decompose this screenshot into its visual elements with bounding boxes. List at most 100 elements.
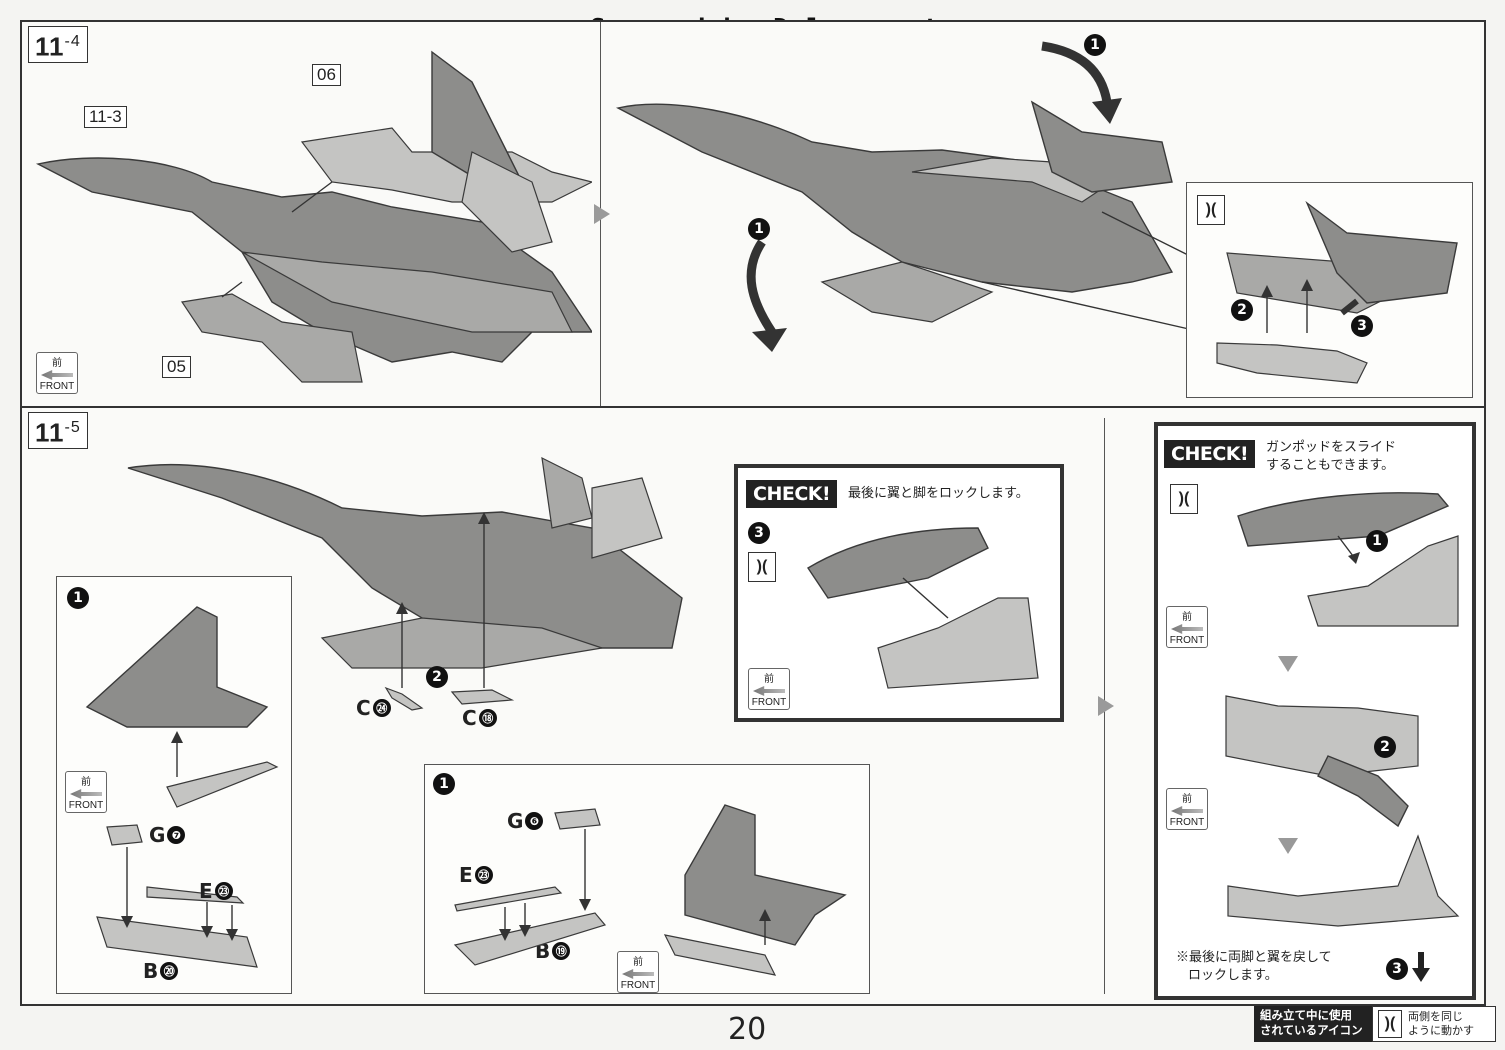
front-kanji: 前 xyxy=(52,358,62,369)
page-number: 20 xyxy=(728,1012,767,1047)
front-indicator: 前 FRONT xyxy=(65,771,107,813)
legend-item-line1: 両側を同じ xyxy=(1408,1011,1463,1023)
part-letter: G xyxy=(507,809,524,833)
part-letter: G xyxy=(149,823,166,847)
front-label: FRONT xyxy=(1169,817,1205,828)
step-marker-3: 3 xyxy=(1351,315,1373,337)
lock-detail-drawing xyxy=(807,527,1039,689)
part-number: ㉔ xyxy=(372,699,391,717)
part-number: ⑳ xyxy=(160,962,179,980)
front-kanji: 前 xyxy=(1182,612,1192,623)
front-arrow-icon xyxy=(41,370,73,380)
step-marker-1: 1 xyxy=(67,587,89,609)
step-tag-main: 11 xyxy=(35,417,65,448)
small-parts-drawing xyxy=(384,686,515,711)
part-number: ❻ xyxy=(525,812,544,830)
front-arrow-icon xyxy=(1171,624,1203,634)
step-marker-3: 3 xyxy=(1386,958,1408,980)
front-arrow-icon xyxy=(753,686,785,696)
step-marker-2: 2 xyxy=(426,666,448,688)
step-11-4-tag: 11-4 xyxy=(28,26,88,63)
part-number: ㉓ xyxy=(214,882,233,900)
step-marker-2: 2 xyxy=(1231,299,1253,321)
part-letter: C xyxy=(462,706,477,730)
note-line1: ※最後に両脚と翼を戻して xyxy=(1176,949,1332,964)
part-number: ⑲ xyxy=(552,942,571,960)
step-marker-3: 3 xyxy=(748,522,770,544)
step-tag-main: 11 xyxy=(35,31,65,62)
front-arrow-icon xyxy=(70,789,102,799)
part-letter: E xyxy=(459,863,473,887)
note-line2: ロックします。 xyxy=(1188,967,1278,982)
legend-title-line1: 組み立て中に使用 xyxy=(1260,1010,1352,1022)
flow-arrow-icon xyxy=(1098,696,1114,716)
check-badge: CHECK! xyxy=(746,480,838,508)
check-text: 最後に翼と脚をロックします。 xyxy=(848,485,1029,500)
icon-legend-title: 組み立て中に使用 されているアイコン xyxy=(1254,1006,1372,1042)
ref-step-label: 11-3 xyxy=(84,106,127,128)
check-text-line1: ガンポッドをスライド xyxy=(1266,439,1397,454)
front-kanji: 前 xyxy=(633,957,643,968)
step-marker-1: 1 xyxy=(1366,530,1388,552)
part-number: ㉓ xyxy=(474,866,493,884)
step-11-4-panel: 11-4 11-3 06 05 前 FRONT 1 1 )( xyxy=(20,20,1486,408)
front-indicator: 前 FRONT xyxy=(36,352,78,394)
front-indicator: 前 FRONT xyxy=(1166,788,1208,830)
front-label: FRONT xyxy=(1169,635,1205,646)
step-marker-2: 2 xyxy=(1374,736,1396,758)
wing-lock-detail-drawing xyxy=(1216,200,1458,384)
flow-arrow-icon xyxy=(594,204,610,224)
step-tag-sub: -4 xyxy=(64,33,81,50)
symmetric-move-icon: )( xyxy=(1170,484,1198,514)
front-label: FRONT xyxy=(68,800,104,811)
check-badge: CHECK! xyxy=(1164,440,1256,468)
jet-wing-fold-drawing xyxy=(615,41,1203,352)
jet-gunpod-drawing xyxy=(127,456,683,688)
legend-title-line2: されているアイコン xyxy=(1260,1025,1363,1037)
check-gunpod-slide-box: CHECK! ガンポッドをスライド することもできます。 )( 1 2 前 FR… xyxy=(1154,422,1476,1000)
wing-pod-drawing xyxy=(85,606,279,968)
step-marker-1: 1 xyxy=(1084,34,1106,56)
front-kanji: 前 xyxy=(764,674,774,685)
icon-legend-item: )( 両側を同じ ように動かす xyxy=(1372,1006,1496,1042)
part-number: ❼ xyxy=(167,826,186,844)
gunpod-slide-drawing xyxy=(1225,492,1460,927)
front-indicator: 前 FRONT xyxy=(748,668,790,710)
step-marker-1: 1 xyxy=(748,218,770,240)
front-indicator: 前 FRONT xyxy=(617,951,659,993)
symmetric-move-icon: )( xyxy=(748,552,776,582)
front-arrow-icon xyxy=(1171,806,1203,816)
part-05-label: 05 xyxy=(162,356,191,378)
part-letter: E xyxy=(199,879,213,903)
jet-fuselage-drawing xyxy=(35,50,592,383)
part-06-label: 06 xyxy=(312,64,341,86)
front-label: FRONT xyxy=(751,697,787,708)
symmetric-move-icon: )( xyxy=(1378,1010,1402,1038)
gunpod-assembly-drawing xyxy=(453,804,847,976)
wing-detail-box: )( 2 3 xyxy=(1186,182,1473,398)
check-text-line2: することもできます。 xyxy=(1266,457,1395,472)
front-kanji: 前 xyxy=(81,777,91,788)
front-label: FRONT xyxy=(620,980,656,991)
front-arrow-icon xyxy=(622,969,654,979)
part-letter: C xyxy=(356,696,371,720)
step-11-5-tag: 11-5 xyxy=(28,412,88,449)
symmetric-move-icon: )( xyxy=(1197,195,1225,225)
step-marker-1: 1 xyxy=(433,773,455,795)
step-tag-sub: -5 xyxy=(64,419,81,436)
legend-item-line2: ように動かす xyxy=(1408,1025,1474,1037)
front-indicator: 前 FRONT xyxy=(1166,606,1208,648)
part-number: ⑱ xyxy=(478,709,497,727)
part-letter: B xyxy=(143,959,159,983)
down-arrow-icon xyxy=(1412,952,1430,982)
check-lock-box: CHECK! 最後に翼と脚をロックします。 3 )( 前 FRONT xyxy=(734,464,1064,722)
